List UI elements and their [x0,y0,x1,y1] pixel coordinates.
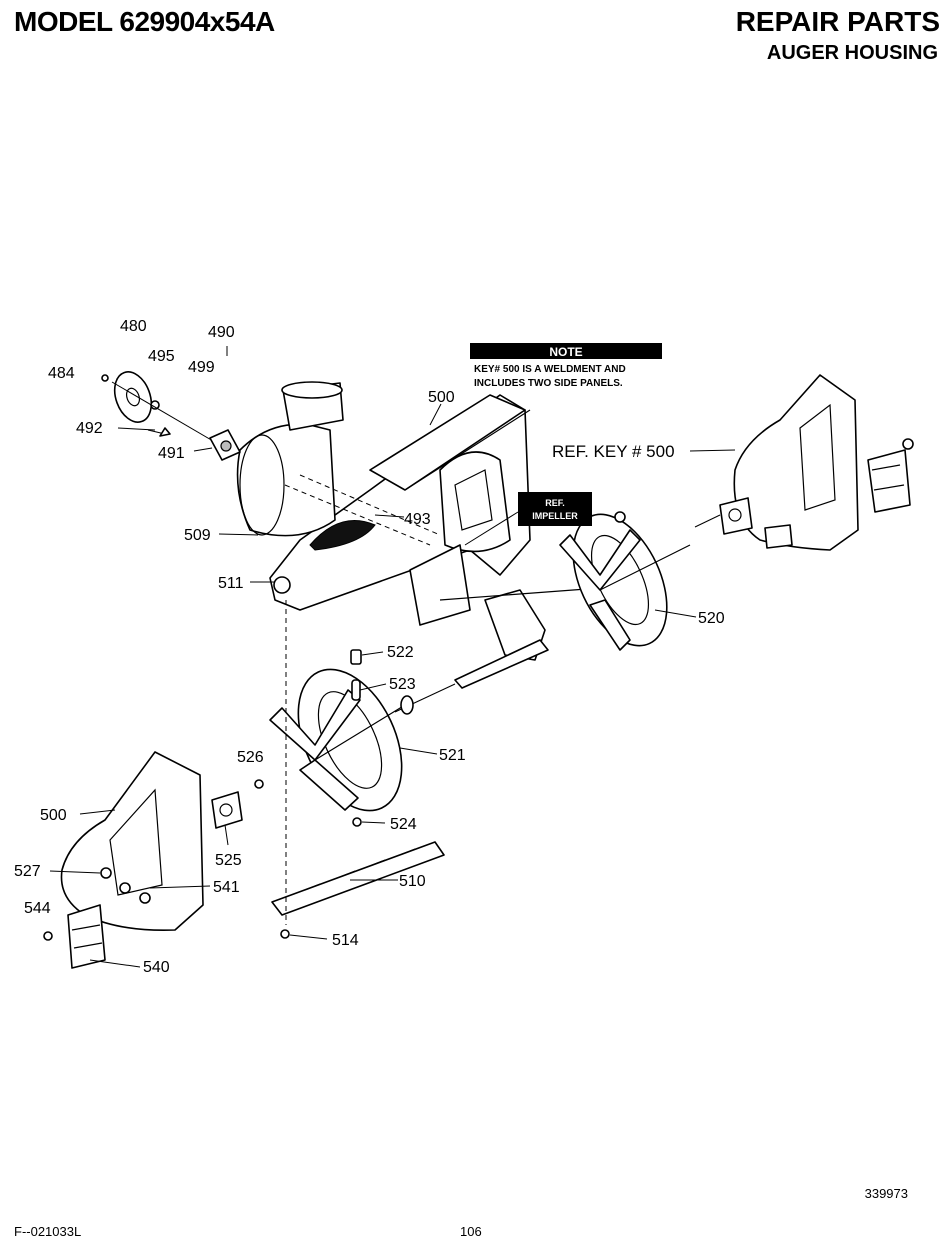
label-490: 490 [208,324,235,341]
label-499: 499 [188,359,215,376]
note-line-1: KEY# 500 IS A WELDMENT AND [474,364,626,375]
label-526: 526 [237,749,264,766]
label-514: 514 [332,932,359,949]
label-520: 520 [698,610,725,627]
right-side-panel-part [695,375,913,550]
label-491: 491 [158,445,185,462]
label-524: 524 [390,816,417,833]
label-492: 492 [76,420,103,437]
label-541: 541 [213,879,240,896]
label-495: 495 [148,348,175,365]
ref-impeller-line-2: IMPELLER [532,511,578,521]
label-500-top: 500 [428,389,455,406]
label-509: 509 [184,527,211,544]
label-522: 522 [387,644,414,661]
label-511: 511 [218,575,244,592]
label-523: 523 [389,676,416,693]
drawing-number: 339973 [865,1186,908,1201]
label-521: 521 [439,747,466,764]
label-484: 484 [48,365,75,382]
auger-housing-part [238,382,530,610]
ref-key-500-label: REF. KEY # 500 [552,442,675,461]
page-number: 106 [460,1224,482,1239]
label-480: 480 [120,318,147,335]
label-527: 527 [14,863,41,880]
label-510: 510 [399,873,426,890]
label-544: 544 [24,900,51,917]
left-side-panel-part [44,752,242,968]
label-493: 493 [404,511,431,528]
label-540: 540 [143,959,170,976]
note-line-2: INCLUDES TWO SIDE PANELS. [474,378,623,389]
label-525: 525 [215,852,242,869]
note-heading: NOTE [549,345,582,359]
form-number: F--021033L [14,1224,81,1239]
label-500-left: 500 [40,807,67,824]
ref-impeller-line-1: REF. [545,498,565,508]
note-box: NOTE KEY# 500 IS A WELDMENT AND INCLUDES… [470,343,662,389]
